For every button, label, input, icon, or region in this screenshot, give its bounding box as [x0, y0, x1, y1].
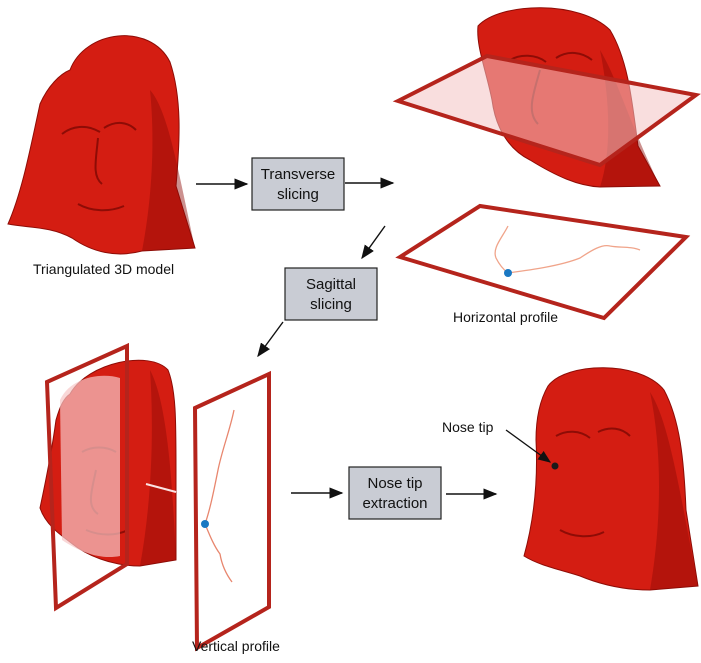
nose-tip-extraction-label-1: Nose tip	[367, 475, 422, 492]
horizontal-profile-curve	[495, 226, 640, 273]
vertical-profile-curve	[205, 410, 234, 582]
nose-tip-caption: Nose tip	[442, 419, 494, 435]
transverse-slicing-label-2: slicing	[277, 186, 319, 203]
arrow-sagittal-to-vertical-slice	[258, 322, 283, 356]
sagittal-slicing-label-2: slicing	[310, 296, 352, 313]
transversely-sliced-head	[398, 8, 696, 187]
transverse-slicing-box: Transverse slicing	[252, 158, 344, 210]
nose-tip-extraction-box: Nose tip extraction	[349, 467, 441, 519]
nose-tip-extraction-label-2: extraction	[362, 495, 427, 512]
result-head-with-nose-tip	[524, 368, 698, 590]
triangulated-3d-model-head	[8, 36, 195, 254]
detected-nose-tip-marker	[552, 463, 559, 470]
sagittal-slicing-label-1: Sagittal	[306, 276, 356, 293]
vertical-profile-caption: Vertical profile	[192, 638, 280, 654]
vertical-profile-nose-marker	[201, 520, 209, 528]
sagittal-slicing-plane-fill	[60, 376, 120, 557]
arrow-sliced-model-to-sagittal	[362, 226, 385, 258]
model-caption: Triangulated 3D model	[33, 261, 174, 277]
horizontal-profile-plane	[400, 206, 686, 318]
sagittal-slicing-box: Sagittal slicing	[285, 268, 377, 320]
vertical-profile-plane	[195, 374, 269, 648]
horizontal-profile-caption: Horizontal profile	[453, 309, 558, 325]
transverse-slicing-label-1: Transverse	[261, 166, 335, 183]
sagittally-sliced-head	[40, 346, 176, 608]
horizontal-profile-nose-marker	[504, 269, 512, 277]
